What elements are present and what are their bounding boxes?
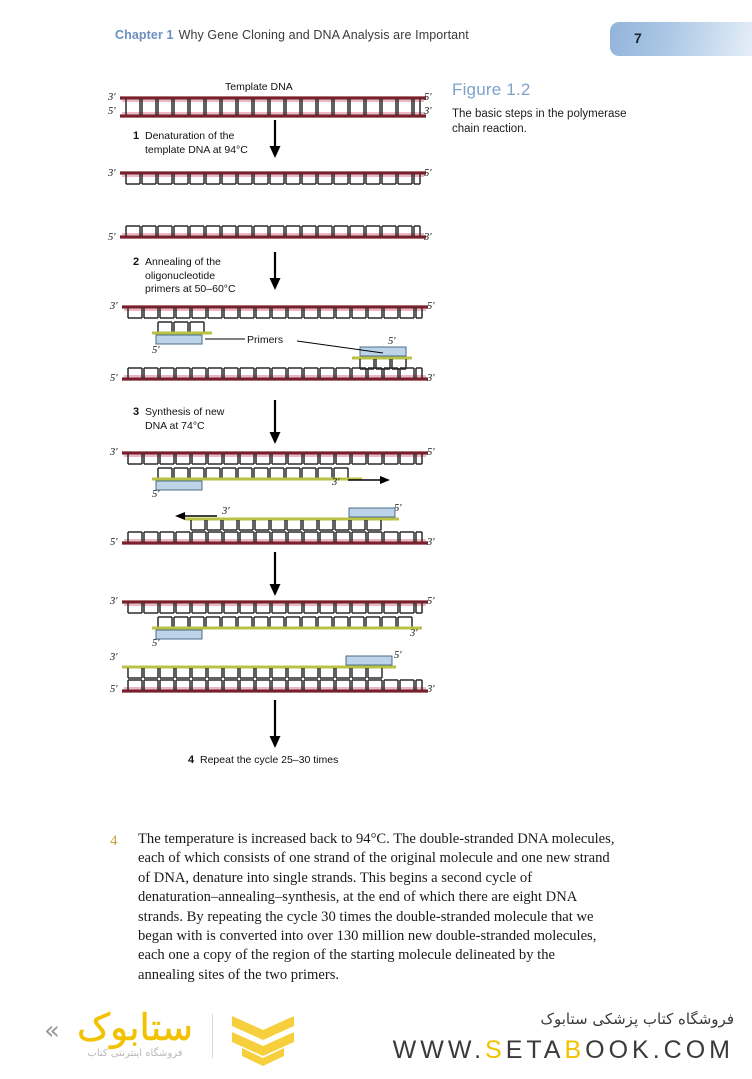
synthesis-template-top — [122, 451, 428, 465]
figure-caption-block: Figure 1.2 The basic steps in the polyme… — [452, 80, 642, 137]
chapter-title: Why Gene Cloning and DNA Analysis are Im… — [178, 28, 469, 42]
end-label-3p: 3' — [110, 301, 118, 312]
arrow-step-4 — [269, 700, 281, 748]
pcr-figure: Template DNA 3' 5' 5' 3' 1 Denaturation … — [108, 81, 435, 766]
page-number-badge: 7 — [610, 22, 752, 56]
arrow-step-3 — [269, 400, 281, 444]
step-3-text: Synthesis of new DNA at 74°C — [145, 406, 224, 433]
step-1-line1: Denaturation of the — [145, 130, 235, 142]
chevron-divider — [212, 1014, 213, 1058]
end-label-5p: 5' — [394, 650, 402, 661]
end-label-5p: 5' — [110, 373, 118, 384]
arrow-to-products — [269, 552, 281, 596]
brand-tagline-fa: فروشگاه اینترنتی کتاب — [87, 1048, 183, 1059]
single-strand-top — [120, 171, 426, 185]
website-url[interactable]: WWW.SETABOOK.COM — [393, 1036, 734, 1065]
url-part: WWW. — [392, 1036, 486, 1064]
step-3-line1: Synthesis of new — [145, 406, 225, 418]
end-label-5p: 5' — [152, 345, 160, 356]
end-label-5p: 5' — [108, 232, 116, 243]
end-label-3p: 3' — [427, 373, 435, 384]
single-strand-bottom — [120, 225, 426, 239]
arrow-step-2 — [269, 252, 281, 290]
end-label-5p: 5' — [388, 336, 396, 347]
step-1-number: 1 — [133, 130, 140, 142]
end-label-3p: 3' — [424, 106, 432, 117]
figure-caption-text: The basic steps in the polymerase chain … — [452, 108, 627, 135]
footer-watermark: ستابوک « فروشگاه اینترنتی کتاب فروشگاه ک… — [0, 1000, 752, 1079]
end-label-3p: 3' — [110, 652, 118, 663]
product-new-strand-top — [152, 616, 422, 640]
end-label-5p: 5' — [152, 638, 160, 649]
step-4-text: Repeat the cycle 25–30 times — [200, 754, 339, 766]
anneal-strand-top — [122, 305, 428, 319]
header-title-line: Chapter 1 Why Gene Cloning and DNA Analys… — [115, 28, 469, 42]
end-label-3p: 3' — [222, 506, 230, 517]
step-4-number: 4 — [188, 754, 195, 766]
end-label-5p: 5' — [152, 489, 160, 500]
end-label-5p: 5' — [108, 106, 116, 117]
product-template-top — [122, 600, 428, 614]
brand-name-fa: ستابوک — [77, 1006, 193, 1049]
synthesis-template-bottom — [122, 531, 428, 545]
chevron-stack-icon — [232, 1016, 294, 1066]
chapter-label: Chapter 1 — [115, 28, 174, 42]
chevron-left-icon: « — [44, 1016, 60, 1046]
synthesis-direction-arrow-right — [348, 476, 390, 484]
step-2-line2: oligonucleotide — [145, 269, 216, 282]
primers-label: Primers — [247, 334, 284, 346]
product-template-bottom — [122, 679, 428, 693]
new-strand-top — [152, 467, 362, 491]
synthesis-direction-arrow-left — [175, 512, 217, 520]
running-head: Chapter 1 Why Gene Cloning and DNA Analys… — [0, 22, 752, 56]
primers-leader-lines — [205, 338, 384, 354]
primer-right — [352, 346, 412, 370]
end-label-3p: 3' — [427, 537, 435, 548]
arrow-step-1 — [269, 120, 281, 158]
end-label-5p: 5' — [424, 168, 432, 179]
end-label-5p: 5' — [427, 301, 435, 312]
end-label-3p: 3' — [110, 447, 118, 458]
url-part: OOK.COM — [585, 1036, 734, 1064]
anneal-strand-bottom — [122, 367, 428, 381]
end-label-3p: 3' — [410, 628, 418, 639]
end-label-5p: 5' — [110, 684, 118, 695]
step-2-line3: primers at 50–60°C — [145, 283, 236, 295]
end-label-5p: 5' — [110, 537, 118, 548]
end-label-3p: 3' — [110, 596, 118, 607]
step-2-text: Annealing of the oligonucleotide primers… — [145, 256, 236, 297]
new-strand-bottom — [185, 507, 399, 531]
step-1-text: Denaturation of the template DNA at 94°C — [145, 130, 248, 157]
step-2-line1: Annealing of the — [145, 256, 221, 268]
step-2-number: 2 — [133, 256, 140, 268]
body-text-block: 4 The temperature is increased back to 9… — [110, 830, 615, 985]
end-label-5p: 5' — [427, 596, 435, 607]
step-3-number: 3 — [133, 406, 140, 418]
end-label-3p: 3' — [424, 232, 432, 243]
product-new-strand-bottom — [122, 655, 396, 679]
page-number: 7 — [634, 30, 642, 46]
figure-number: Figure 1.2 — [452, 80, 531, 99]
step-1-line2: template DNA at 94°C — [145, 143, 248, 156]
primer-left — [152, 321, 212, 345]
url-part-accent: B — [564, 1036, 586, 1064]
shop-title-fa: فروشگاه کتاب پزشکی ستابوک — [540, 1010, 734, 1028]
list-item-number: 4 — [110, 833, 118, 849]
url-part-accent: S — [485, 1036, 506, 1064]
end-label-3p: 3' — [108, 168, 116, 179]
end-label-5p: 5' — [424, 92, 432, 103]
body-paragraph: The temperature is increased back to 94°… — [138, 831, 615, 983]
url-part: ETA — [505, 1036, 565, 1064]
end-label-3p: 3' — [427, 684, 435, 695]
end-label-5p: 5' — [394, 503, 402, 514]
end-label-3p: 3' — [332, 477, 340, 488]
end-label-3p: 3' — [108, 92, 116, 103]
duplex-template — [120, 96, 426, 118]
end-label-5p: 5' — [427, 447, 435, 458]
template-dna-label: Template DNA — [225, 81, 293, 93]
brand-logo: ستابوک « فروشگاه اینترنتی کتاب — [40, 1006, 230, 1060]
step-3-line2: DNA at 74°C — [145, 419, 205, 432]
